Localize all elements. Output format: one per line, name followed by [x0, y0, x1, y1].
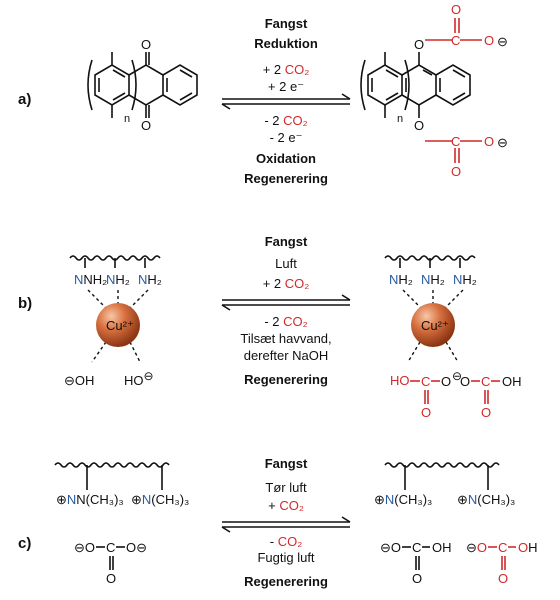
arrow-label: Fangst	[265, 234, 308, 249]
carbon-label: C	[481, 374, 490, 389]
oxygen-label: O	[106, 571, 116, 586]
amine-group: NH₂	[453, 272, 477, 287]
polymer-backbone	[384, 462, 500, 490]
copper-ion-icon	[96, 303, 140, 347]
arrow-label: Fangst	[265, 456, 308, 471]
minus-charge-icon: ⊖	[497, 135, 508, 150]
oxygen-charged: O⊖	[126, 540, 147, 555]
repeat-index-n: n	[397, 113, 403, 125]
bicarbonate-ion-new: ⊖O	[466, 540, 487, 555]
arrow-label: Regenerering	[244, 372, 328, 387]
equilibrium-arrow-a	[221, 93, 351, 110]
carbon-label: C	[412, 540, 421, 555]
arrow-label: Tilsæt havvand,	[240, 331, 331, 346]
arrow-label: + 2 CO₂	[263, 276, 310, 291]
carbon-label: C	[451, 134, 460, 149]
ammonium-group: ⊕N(CH₃)₃	[374, 492, 432, 507]
oxygen-label: O	[141, 37, 151, 52]
oxygen-label: O	[484, 33, 494, 48]
amine-group: NNH₂	[74, 272, 107, 287]
carbon-label: C	[421, 374, 430, 389]
oxygen-label: O	[421, 405, 431, 420]
equilibrium-arrow-c	[221, 516, 351, 533]
arrow-label: + 2 e⁻	[268, 79, 304, 94]
arrow-label: + CO₂	[268, 498, 304, 513]
arrow-label: - 2 CO₂	[264, 314, 307, 329]
arrow-label: Fangst	[265, 16, 308, 31]
ammonium-group: ⊕N(CH₃)₃	[457, 492, 515, 507]
arrow-label: derefter NaOH	[244, 348, 329, 363]
anthraquinone-polymer	[87, 52, 198, 118]
arrow-label: Oxidation	[256, 151, 316, 166]
repeat-index-n: n	[124, 113, 130, 125]
oxygen-label: O	[481, 405, 491, 420]
polymer-backbone	[54, 462, 170, 490]
panel-label-c: c)	[18, 535, 31, 552]
arrow-label: Reduktion	[254, 36, 318, 51]
hydroxyl-label: OH	[432, 540, 452, 555]
oxygen-label: O	[451, 2, 461, 17]
arrow-label: Tør luft	[265, 480, 307, 495]
oxygen-label: O	[414, 37, 424, 52]
amine-group: NH₂	[421, 272, 445, 287]
hydroxyl-label: OH	[518, 540, 538, 555]
arrow-label: Luft	[275, 256, 297, 271]
carbonate-ion: ⊖O	[74, 540, 95, 555]
arrow-label: - CO₂	[270, 534, 303, 549]
copper-label: Cu²⁺	[421, 318, 449, 333]
oxygen-charged: O	[460, 374, 470, 389]
carbonate-top	[425, 18, 482, 41]
panel-label-a: a)	[18, 91, 31, 108]
copper-label: Cu²⁺	[106, 318, 134, 333]
oxygen-label: O	[484, 134, 494, 149]
arrow-label: Regenerering	[244, 574, 328, 589]
hydroxyl-label: OH	[502, 374, 522, 389]
oxygen-label: O	[414, 118, 424, 133]
arrow-label: - 2 CO₂	[264, 113, 307, 128]
arrow-label: + 2 CO₂	[263, 62, 310, 77]
ammonium-group: ⊕N(CH₃)₃	[131, 492, 189, 507]
bicarbonate-left: HO	[390, 373, 410, 388]
carbonate-bottom	[425, 140, 482, 163]
hydroxide-right: HO⊖	[124, 369, 154, 388]
minus-charge-icon: ⊖	[497, 34, 508, 49]
anthracene-dicarbonate	[360, 52, 471, 118]
hydroxide-left: ⊖OH	[64, 373, 94, 388]
copper-ion-icon	[411, 303, 455, 347]
amine-group: NH₂	[389, 272, 413, 287]
ammonium-group: ⊕NN(CH₃)₃	[56, 492, 124, 507]
panel-label-b: b)	[18, 295, 32, 312]
amine-group: NH₂	[138, 272, 162, 287]
carbon-label: C	[498, 540, 507, 555]
equilibrium-arrow-b	[221, 294, 351, 311]
arrow-label: Regenerering	[244, 171, 328, 186]
carbon-label: C	[106, 540, 115, 555]
arrow-label: Fugtig luft	[257, 550, 314, 565]
oxygen-charged: O	[441, 374, 451, 389]
coordination-bonds	[402, 289, 464, 363]
oxygen-label: O	[412, 571, 422, 586]
minus-charge-icon: ⊖	[452, 369, 462, 383]
oxygen-label: O	[451, 164, 461, 179]
oxygen-label: O	[498, 571, 508, 586]
carbon-label: C	[451, 33, 460, 48]
polymer-backbone	[384, 255, 476, 268]
arrow-label: - 2 e⁻	[270, 130, 303, 145]
oxygen-label: O	[141, 118, 151, 133]
amine-group: NH₂	[106, 272, 130, 287]
coordination-bonds	[87, 289, 149, 363]
bicarbonate-ion: ⊖O	[380, 540, 401, 555]
polymer-backbone	[69, 255, 161, 268]
